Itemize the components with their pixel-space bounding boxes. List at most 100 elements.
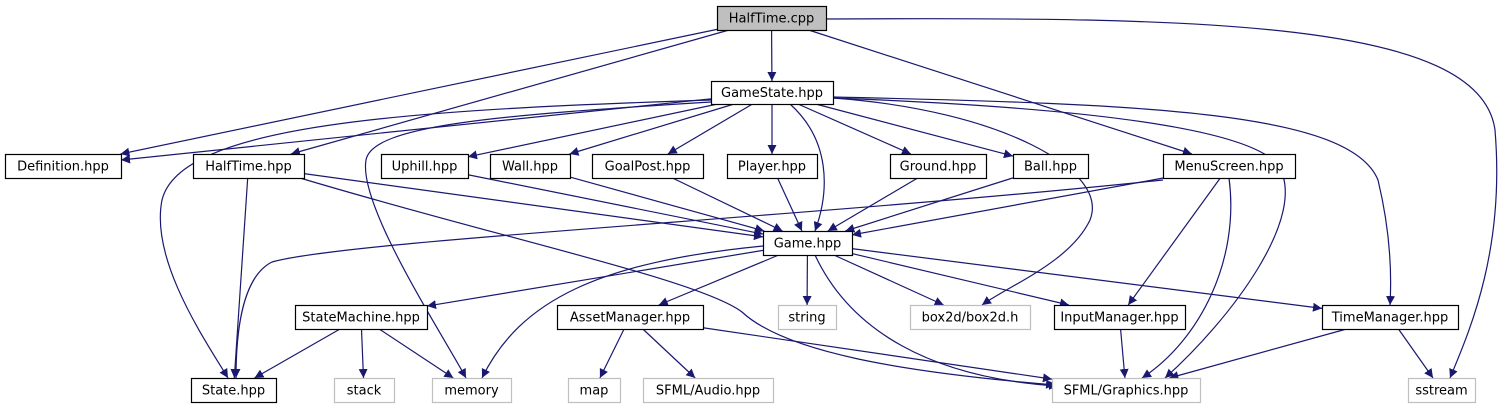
node-label: SFML/Audio.hpp [656,384,760,399]
node-sfml-audio: SFML/Audio.hpp [642,377,775,404]
edge-assetmanager-to-sfml-audio [642,328,696,379]
edge-gamestate-to-state [159,99,712,379]
node-label: Game.hpp [774,237,842,252]
node-player[interactable]: Player.hpp [726,153,819,180]
node-label: box2d/box2d.h [922,311,1019,326]
node-box [889,153,988,180]
edge-menuscreen-to-state [231,179,1164,379]
node-string: string [777,304,838,331]
node-label: memory [444,384,499,399]
node-definition[interactable]: Definition.hpp [4,153,123,180]
node-box [777,304,838,331]
node-box [716,5,828,32]
node-label: HalfTime.cpp [729,12,815,27]
edge-ball-to-game [845,177,1014,233]
node-label: Ground.hpp [900,160,977,175]
node-ball[interactable]: Ball.hpp [1012,153,1090,180]
edge-game-to-sfml-graphics [814,254,1059,390]
edge-statemachine-to-memory [378,328,454,379]
node-ground[interactable]: Ground.hpp [889,153,988,180]
edge-gamestate-to-uphill [467,103,718,160]
node-menuscreen[interactable]: MenuScreen.hpp [1162,153,1297,180]
node-map: map [567,377,622,404]
edge-menuscreen-to-game [851,177,1164,238]
node-box [294,304,429,331]
node-box [642,377,775,404]
node-label: AssetManager.hpp [570,311,690,326]
node-inputmanager[interactable]: InputManager.hpp [1053,304,1187,331]
edge-halftime-cpp-to-menuscreen [808,29,1193,156]
edge-gamestate-to-game [789,103,825,232]
edge-game-to-assetmanager [658,254,779,306]
node-label: Player.hpp [738,160,806,175]
node-box [1053,304,1187,331]
node-label: Definition.hpp [17,160,109,175]
node-label: SFML/Graphics.hpp [1064,384,1189,399]
node-box [1407,377,1477,404]
node-sfml-graphics: SFML/Graphics.hpp [1051,377,1202,404]
node-gamestate[interactable]: GameState.hpp [710,80,835,106]
edge-gamestate-to-definition [120,98,712,164]
edge-game-to-memory [481,245,764,379]
node-box [4,153,123,180]
node-label: GameState.hpp [721,86,823,101]
node-sstream: sstream [1407,377,1477,404]
edge-goalpost-to-game [672,177,783,232]
node-label: map [580,384,609,399]
node-uphill[interactable]: Uphill.hpp [380,153,470,180]
edge-gamestate-to-timemanager [832,96,1396,306]
edge-menuscreen-to-sfml-graphics [1141,177,1232,379]
edge-game-to-inputmanager [851,252,1070,308]
node-halftime-cpp: HalfTime.cpp [716,5,828,32]
node-memory: memory [431,377,513,404]
edge-statemachine-to-stack [358,328,368,379]
edge-timemanager-to-sfml-graphics [1169,328,1347,380]
node-box [556,304,705,331]
edge-game-to-statemachine [426,249,764,310]
edge-statemachine-to-state [254,328,341,379]
edge-halftime-hpp-to-sfml-graphics [299,177,1056,389]
node-box [192,153,306,180]
node-label: TimeManager.hpp [1331,311,1448,326]
node-box [726,153,819,180]
node-halftime-hpp[interactable]: HalfTime.hpp [192,153,306,180]
node-label: Ball.hpp [1024,160,1077,175]
edge-gamestate-to-goalpost [667,103,753,155]
edge-gamestate-to-ground [797,103,912,155]
node-stack: stack [333,377,396,404]
edge-halftime-hpp-to-game [303,173,764,241]
node-assetmanager[interactable]: AssetManager.hpp [556,304,705,331]
node-goalpost[interactable]: GoalPost.hpp [591,153,705,180]
node-box [710,80,835,106]
node-label: MenuScreen.hpp [1174,160,1283,175]
node-box [1321,304,1460,331]
node-label: Uphill.hpp [392,160,458,175]
node-box [1162,153,1297,180]
edge-gamestate-to-wall [569,103,735,156]
node-box [591,153,705,180]
node-box [567,377,622,404]
edge-player-to-game [776,177,803,232]
edge-assetmanager-to-map [599,328,625,379]
node-box [431,377,513,404]
node-box [333,377,396,404]
edge-halftime-cpp-to-sstream [825,18,1498,379]
edge-gamestate-to-ball [815,103,1014,159]
node-box2d: box2d/box2d.h [909,304,1032,331]
edge-gamestate-to-box2d [832,97,1093,306]
node-box [909,304,1032,331]
node-wall[interactable]: Wall.hpp [489,153,572,180]
edge-halftime-cpp-to-definition [120,28,718,157]
node-box [1051,377,1202,404]
edge-wall-to-game [569,176,765,233]
node-game[interactable]: Game.hpp [762,230,854,257]
node-timemanager[interactable]: TimeManager.hpp [1321,304,1460,331]
node-label: State.hpp [202,384,265,399]
node-state[interactable]: State.hpp [190,377,278,404]
node-statemachine[interactable]: StateMachine.hpp [294,304,429,331]
node-box [190,377,278,404]
edge-gamestate-to-memory [364,101,712,379]
edge-menuscreen-to-inputmanager [1127,177,1221,306]
edge-uphill-to-game [467,174,764,237]
